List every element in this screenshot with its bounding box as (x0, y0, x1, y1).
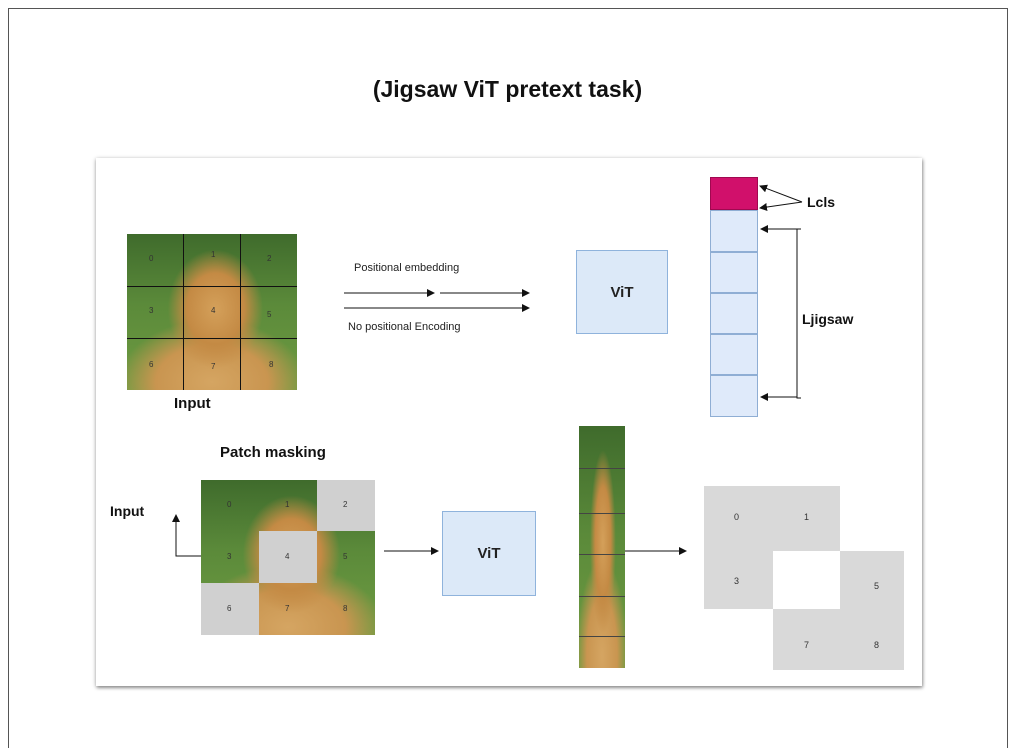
patch-masking-label: Patch masking (220, 444, 326, 461)
masked-patch (259, 531, 317, 583)
patch-number: 7 (285, 604, 290, 613)
grid-line (183, 234, 184, 390)
patch-number: 2 (343, 500, 348, 509)
grid-line (240, 234, 241, 390)
patch-number: 4 (285, 552, 290, 561)
strip-divider (579, 468, 625, 469)
gray-patch (773, 609, 904, 670)
grid-line (127, 338, 297, 339)
grid-line (127, 286, 297, 287)
patch-number: 5 (267, 310, 272, 319)
patch-number: 7 (804, 640, 810, 650)
positional-embedding-label: Positional embedding (354, 262, 460, 274)
patch-number: 0 (227, 500, 232, 509)
patch-number: 4 (211, 306, 216, 315)
patch-number: 8 (269, 360, 274, 369)
patch-number: 2 (267, 254, 272, 263)
patch-number: 3 (149, 306, 154, 315)
input-label: Input (174, 395, 211, 412)
input-dog-image: 0 1 2 3 4 5 6 7 8 (127, 234, 297, 390)
gray-patch (840, 551, 904, 609)
page-title: (Jigsaw ViT pretext task) (372, 76, 643, 102)
diagram-panel: 0 1 2 3 4 5 6 7 8 Input Positional embed… (96, 158, 922, 686)
strip-divider (579, 554, 625, 555)
patch-token (710, 293, 758, 334)
token-sequence (710, 177, 758, 417)
patch-token (710, 334, 758, 375)
patch-number: 5 (343, 552, 348, 561)
no-positional-encoding-label: No positional Encoding (348, 321, 461, 333)
patch-number: 7 (211, 362, 216, 371)
reconstructed-grid: 0 1 3 5 7 8 (704, 486, 904, 670)
gray-patch (704, 486, 840, 551)
masked-patch (201, 583, 259, 635)
lcls-arrow-1 (759, 184, 803, 203)
patch-number: 1 (285, 500, 290, 509)
masked-patch (317, 480, 375, 531)
patch-number: 0 (149, 254, 154, 263)
patch-number: 1 (211, 250, 216, 259)
connector-layer (172, 184, 803, 557)
patch-token (710, 375, 758, 417)
patch-token (710, 210, 758, 252)
patch-number: 0 (734, 512, 740, 522)
vit-block-top: ViT (576, 250, 668, 334)
patch-number: 5 (874, 581, 880, 591)
patch-token (710, 252, 758, 293)
patch-number: 6 (149, 360, 154, 369)
patch-strip (579, 426, 625, 668)
ljigsaw-label: Ljigsaw (802, 311, 854, 327)
vit-block-bottom: ViT (442, 511, 536, 596)
strip-divider (579, 636, 625, 637)
patch-number: 8 (874, 640, 880, 650)
lcls-label: Lcls (807, 194, 836, 210)
patch-number: 8 (343, 604, 348, 613)
strip-divider (579, 513, 625, 514)
cls-token (710, 177, 758, 210)
patch-number: 1 (804, 512, 810, 522)
input-label-bottom: Input (110, 503, 145, 519)
strip-divider (579, 596, 625, 597)
lcls-arrow-2 (759, 201, 803, 211)
gray-patch (704, 551, 773, 609)
patch-number: 3 (227, 552, 232, 561)
ljigsaw-bracket (796, 228, 801, 399)
patch-number: 3 (734, 576, 740, 586)
outer-frame (8, 8, 1008, 748)
input-return-arrow (172, 514, 201, 557)
masked-dog-image: 0 1 2 3 4 5 6 7 8 (201, 480, 375, 635)
patch-number: 6 (227, 604, 232, 613)
